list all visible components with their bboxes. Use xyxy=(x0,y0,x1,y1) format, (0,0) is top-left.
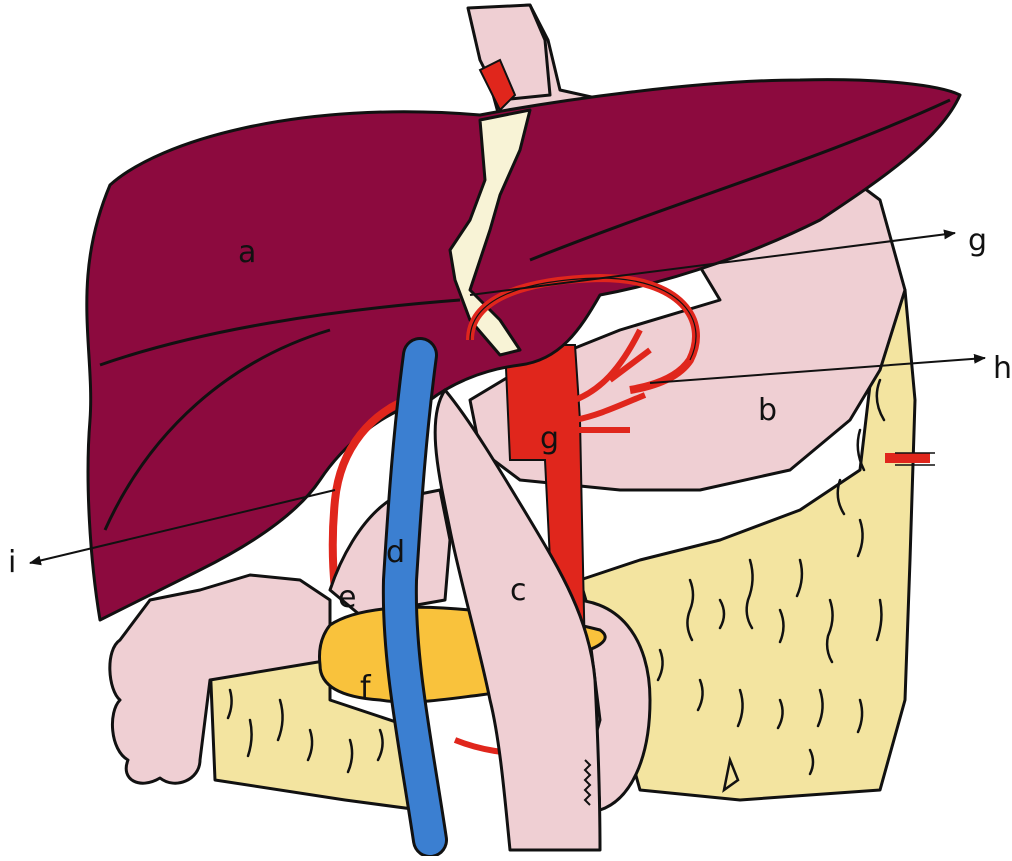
label-d: d xyxy=(386,535,405,570)
label-e: e xyxy=(338,580,356,615)
label-f: f xyxy=(360,670,372,705)
label-i: i xyxy=(8,545,16,580)
label-g-inner: g xyxy=(540,421,559,456)
label-b: b xyxy=(758,393,777,428)
label-c: c xyxy=(510,573,527,608)
label-h: h xyxy=(993,351,1012,386)
label-a: a xyxy=(238,235,256,270)
label-g-pointer: g xyxy=(968,223,987,258)
